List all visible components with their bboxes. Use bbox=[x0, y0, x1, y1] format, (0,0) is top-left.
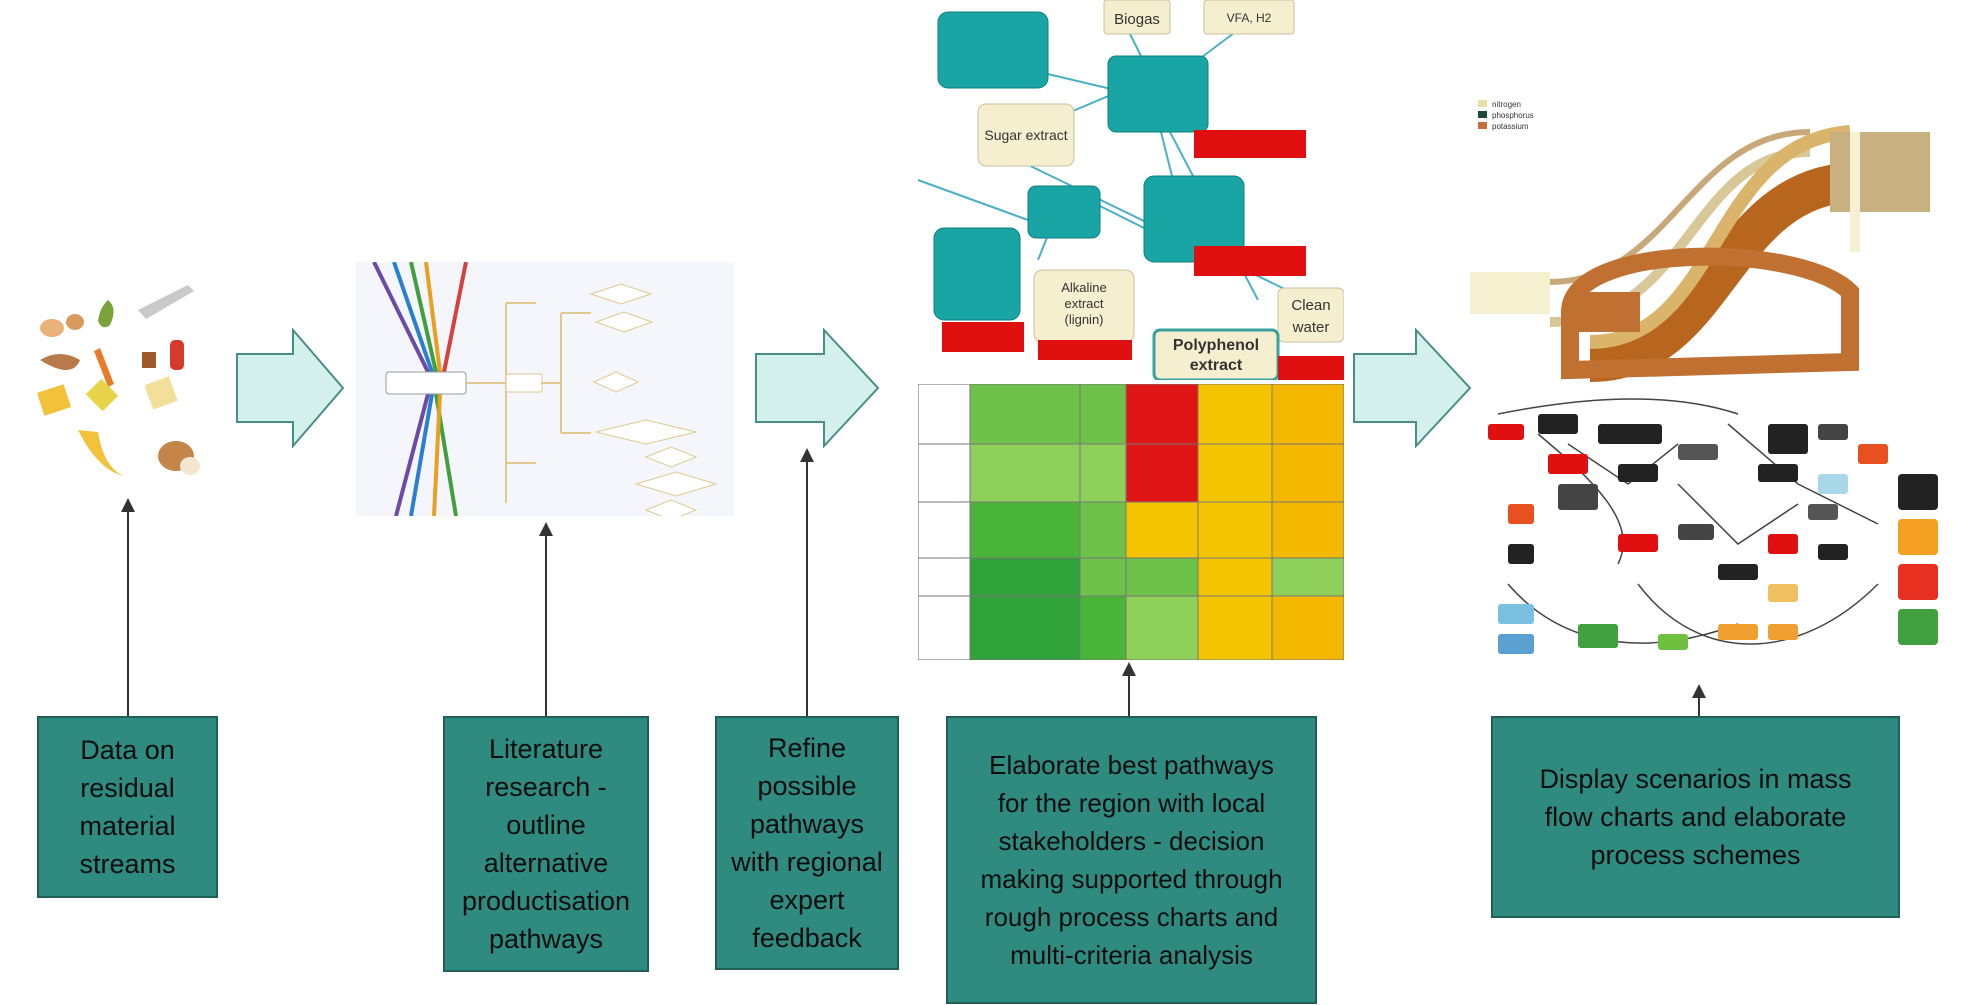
mind-map-thumbnail bbox=[356, 262, 734, 516]
right-arrow-icon bbox=[1353, 328, 1472, 448]
right-arrow-icon bbox=[236, 328, 345, 448]
svg-text:potassium: potassium bbox=[1492, 122, 1529, 131]
up-arrow bbox=[121, 498, 135, 716]
step-box-elaborate: Elaborate best pathways for the region w… bbox=[946, 716, 1317, 1004]
process-scheme-thumbnail bbox=[1478, 384, 1948, 684]
sugar-extract-label: Sugar extract bbox=[984, 127, 1067, 143]
svg-text:nitrogen: nitrogen bbox=[1492, 100, 1521, 109]
step-box-display: Display scenarios in mass flow charts an… bbox=[1491, 716, 1900, 918]
food-waste-icons bbox=[30, 280, 230, 500]
up-arrow bbox=[539, 522, 553, 716]
mca-matrix-thumbnail bbox=[918, 384, 1344, 660]
biogas-label: Biogas bbox=[1114, 11, 1160, 28]
step-box-literature: Literature research - outline alternativ… bbox=[443, 716, 649, 972]
step-box-data: Data on residual material streams bbox=[37, 716, 218, 898]
up-arrow bbox=[1122, 662, 1136, 716]
right-arrow-icon bbox=[755, 328, 880, 448]
step-box-refine: Refine possible pathways with regional e… bbox=[715, 716, 899, 970]
svg-text:phosphorus: phosphorus bbox=[1492, 111, 1534, 120]
up-arrow bbox=[1692, 684, 1706, 716]
vfa-label: VFA, H2 bbox=[1227, 11, 1272, 25]
up-arrow bbox=[800, 448, 814, 716]
sankey-thumbnail: nitrogen phosphorus potassium bbox=[1470, 92, 1940, 382]
